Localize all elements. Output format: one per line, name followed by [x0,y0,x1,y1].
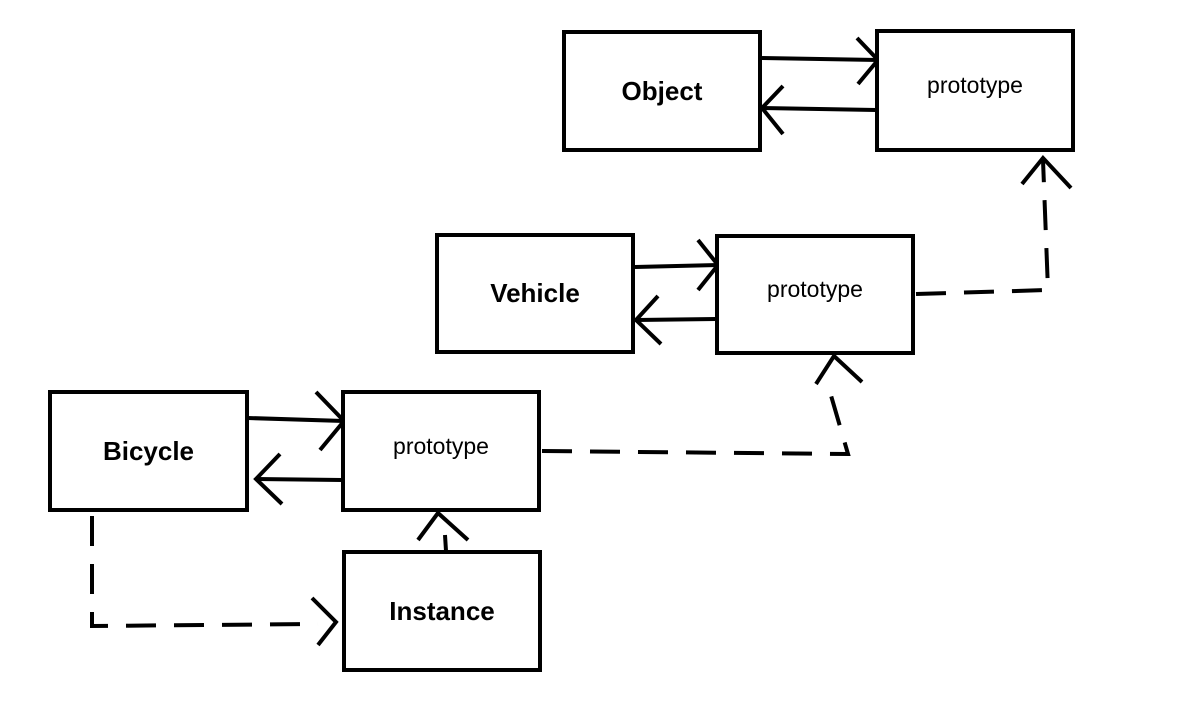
instance-to-bicycle-prototype-link [443,534,448,552]
vehicle-box: Vehicle [435,233,635,354]
object-to-prototype-arrow [761,56,879,62]
object-prototype-box: prototype [875,29,1075,152]
prototype-to-object-arrow [761,106,877,112]
object-prototype-label: prototype [927,72,1023,98]
bicycle-label: Bicycle [102,435,195,466]
instance-label: Instance [389,595,495,626]
vehicle-prototype-label: prototype [767,276,863,302]
vehicle-prototype-box: prototype [715,234,915,355]
vehicle-prototype-to-object-prototype-arrowhead [1020,154,1073,190]
object-label: Object [621,75,703,106]
bicycle-prototype-to-vehicle-prototype-arrowhead [814,352,864,386]
object-box: Object [562,30,762,152]
bicycle-box: Bicycle [48,390,249,512]
bicycle-prototype-box: prototype [341,390,541,512]
prototype-to-bicycle-arrowhead [253,452,284,506]
instance-box: Instance [342,550,542,672]
bicycle-to-instance-arrowhead [310,596,339,647]
prototype-to-vehicle-arrowhead [633,294,663,346]
prototype-to-vehicle-arrow [635,317,717,322]
vehicle-to-prototype-arrow [634,263,719,269]
bicycle-to-instance-link [90,516,319,629]
bicycle-to-prototype-arrow [247,416,345,423]
instance-to-bicycle-prototype-arrowhead [416,510,470,542]
bicycle-prototype-to-vehicle-prototype-link [541,391,851,457]
bicycle-prototype-label: prototype [393,432,489,459]
prototype-to-bicycle-arrow [255,477,343,482]
vehicle-prototype-to-object-prototype-link [915,159,1051,296]
vehicle-label: Vehicle [490,278,580,308]
prototype-to-object-arrowhead [759,84,785,136]
